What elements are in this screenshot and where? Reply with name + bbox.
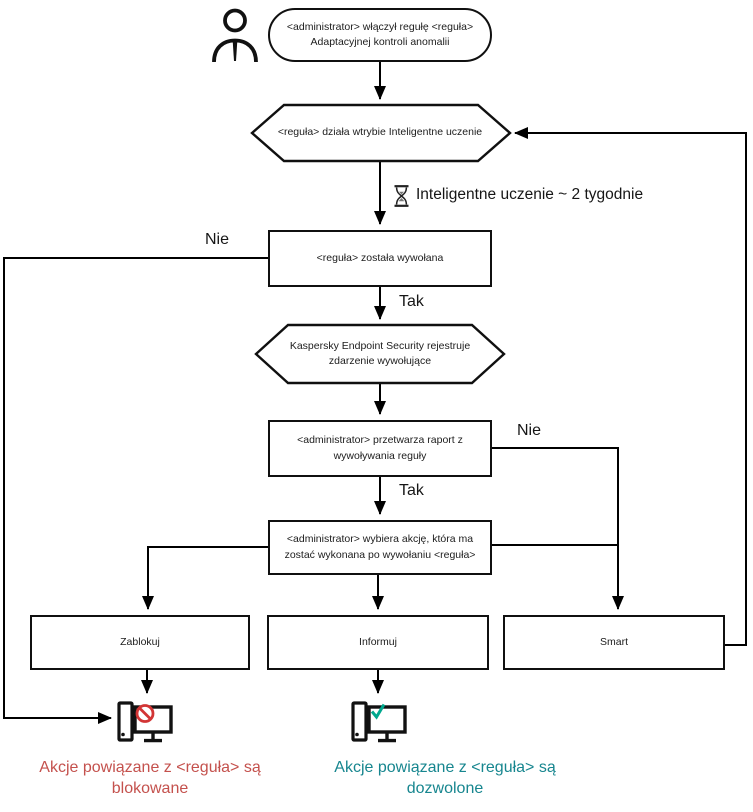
node-registers: Kaspersky Endpoint Security rejestruje z… bbox=[289, 339, 471, 367]
learning-duration-label: Inteligentne uczenie ~ 2 tygodnie bbox=[416, 186, 644, 203]
label-report-yes: Tak bbox=[399, 482, 424, 499]
outcome-allowed-text: Akcje powiązane z <reguła> są dozwolone bbox=[334, 759, 556, 797]
label-report-no: Nie bbox=[517, 422, 542, 439]
label-triggered-no: Nie bbox=[205, 231, 230, 248]
label-triggered-yes: Tak bbox=[399, 293, 424, 310]
node-report: <administrator> przetwarza raport z wywo… bbox=[268, 420, 492, 477]
computer-blocked-icon bbox=[117, 701, 173, 743]
edge-triggered-no-loop bbox=[3, 257, 268, 724]
hexagon-smart-mode-shape bbox=[250, 103, 512, 163]
node-action-block: Zablokuj bbox=[30, 615, 250, 670]
node-start: <administrator> włączył regułę <reguła> … bbox=[268, 8, 492, 62]
node-action-smart: Smart bbox=[503, 615, 725, 670]
edge-choose-to-block bbox=[142, 546, 268, 610]
edge-report-no-to-smart bbox=[492, 447, 624, 610]
edge-smart-feedback-loop bbox=[514, 127, 747, 646]
node-smart-mode: <reguła> działa wtrybie Inteligentne ucz… bbox=[277, 126, 483, 139]
computer-allowed-icon bbox=[351, 701, 407, 743]
administrator-person-icon bbox=[212, 8, 258, 63]
node-choose-action: <administrator> wybiera akcję, która ma … bbox=[268, 520, 492, 575]
outcome-blocked-text: Akcje powiązane z <reguła> są blokowane bbox=[39, 759, 261, 797]
node-action-inform: Informuj bbox=[267, 615, 489, 670]
node-triggered: <reguła> została wywołana bbox=[268, 230, 492, 287]
hexagon-registers-shape bbox=[254, 323, 506, 385]
hourglass-icon bbox=[394, 185, 409, 207]
